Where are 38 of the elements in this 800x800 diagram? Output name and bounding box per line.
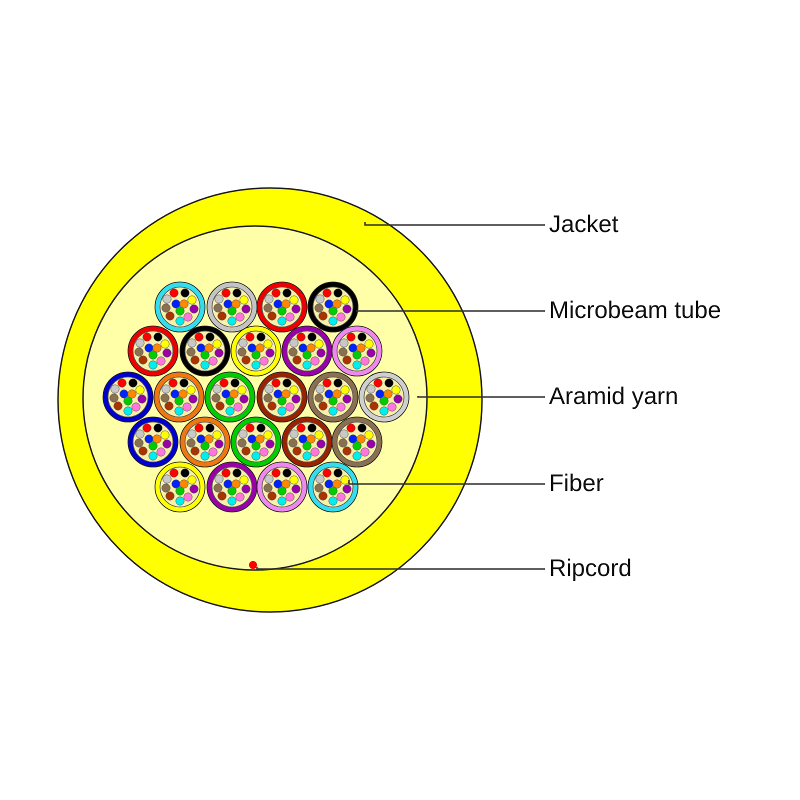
microbeam-tube (154, 372, 204, 422)
callout-label: Microbeam tube (549, 297, 722, 325)
microbeam-tube (358, 372, 410, 422)
microbeam-tube (256, 372, 308, 422)
callout-label: Ripcord (549, 555, 632, 583)
microbeam-tube (308, 282, 358, 332)
microbeam-tube (206, 282, 258, 332)
callout-label: Fiber (549, 470, 604, 498)
microbeam-tube (308, 462, 358, 512)
leader-line (356, 309, 545, 312)
callout-label: Aramid yarn (549, 383, 678, 411)
microbeam-tube (180, 326, 230, 376)
microbeam-tube (154, 462, 206, 512)
microbeam-tube (230, 416, 282, 468)
microbeam-tube (128, 416, 178, 468)
microbeam-tube (230, 326, 282, 376)
microbeam-tube (282, 326, 332, 376)
microbeam-tube (128, 326, 178, 376)
microbeam-tube (206, 462, 258, 512)
microbeam-tube (332, 326, 382, 376)
leader-line (256, 566, 545, 570)
leader-line (417, 396, 545, 398)
leader-line (348, 480, 545, 485)
microbeam-tube (308, 372, 358, 422)
microbeam-tube (180, 416, 230, 468)
microbeam-tube (204, 372, 256, 422)
fiber (340, 476, 350, 484)
microbeam-tube (256, 282, 308, 332)
microbeam-tube (332, 416, 382, 468)
leader-line (364, 222, 545, 226)
microbeam-tube (282, 416, 332, 468)
microbeam-tube (154, 282, 206, 332)
microbeam-tube (256, 462, 308, 512)
aramid-yarn-core (82, 225, 428, 571)
callout-label: Jacket (549, 211, 618, 239)
jacket-ring (57, 187, 483, 613)
microbeam-tube (102, 372, 154, 422)
ripcord (249, 561, 257, 569)
